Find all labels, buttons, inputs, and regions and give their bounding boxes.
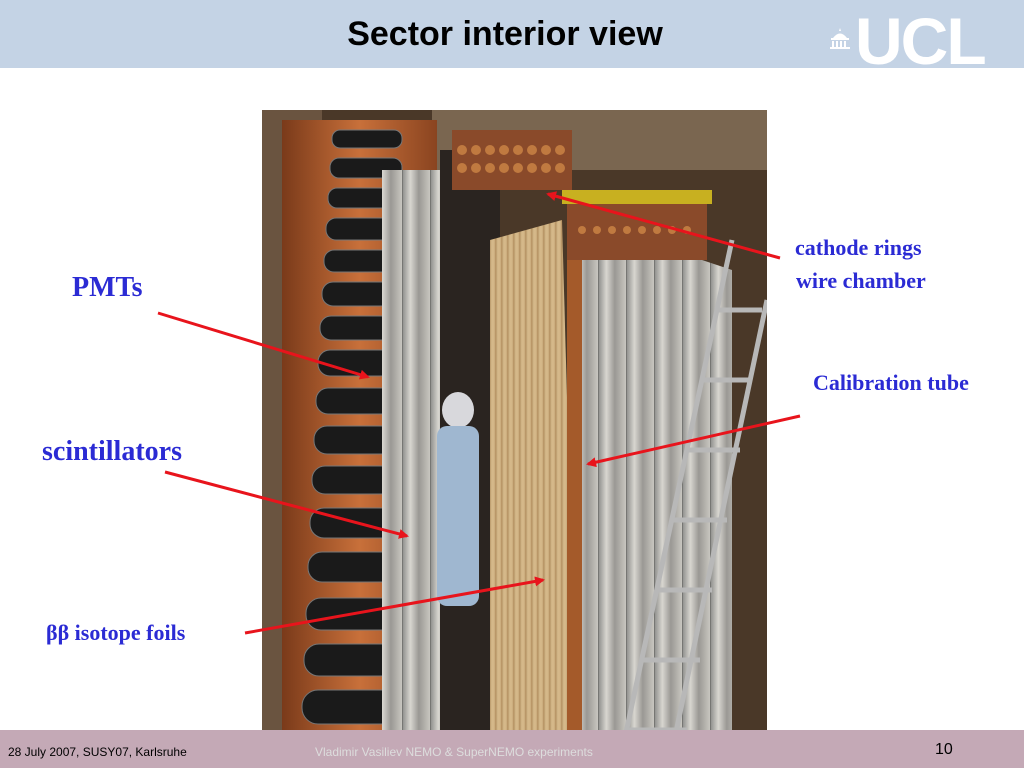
label-isotope-foils: ββ isotope foils (46, 620, 186, 645)
sector-photo-illustration (262, 110, 767, 751)
slide-title: Sector interior view (347, 15, 663, 53)
label-scintillators: scintillators (42, 436, 182, 467)
logo-text: UCL (855, 4, 987, 78)
label-wire-chamber: wire chamber (796, 268, 926, 293)
header-bar (0, 0, 1024, 68)
ucl-logo: UCL (828, 8, 1008, 74)
page-number: 10 (935, 741, 953, 758)
label-cathode-rings: cathode rings (795, 235, 922, 260)
footer-author-talk: Vladimir Vasiliev NEMO & SuperNEMO exper… (315, 745, 593, 759)
sector-photo (262, 110, 767, 751)
portico-dome-icon (830, 28, 850, 49)
label-calibration-tube: Calibration tube (813, 370, 969, 395)
label-pmts: PMTs (72, 272, 143, 303)
footer-bar (0, 730, 1024, 768)
footer-date-conference: 28 July 2007, SUSY07, Karlsruhe (8, 745, 187, 759)
